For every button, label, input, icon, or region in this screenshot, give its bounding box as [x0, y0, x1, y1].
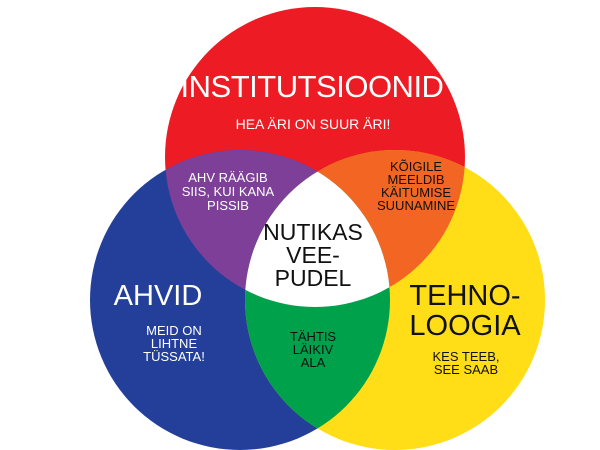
monkeys-title: AHVID: [113, 280, 203, 312]
technology-title: TEHNO- LOOGIA: [409, 280, 521, 342]
monkeys-subtitle: MEID ON LIHTNE TÜSSATA!: [143, 323, 205, 364]
monkeys-technology-label: TÄHTIS LÄIKIV ALA: [289, 329, 337, 370]
institutions-monkeys-label: AHV RÄÄGIB SIIS, KUI KANA PISSIB: [181, 170, 275, 213]
institutions-technology-label: KÕIGILE MEELDIB KÄITUMISE SUUNAMINE: [376, 159, 456, 213]
center-overlap: [245, 150, 390, 307]
center-label: NUTIKAS VEE- PUDEL: [263, 219, 363, 291]
institutions-subtitle: HEA ÄRI ON SUUR ÄRI!: [235, 116, 391, 132]
technology-subtitle: KES TEEB, SEE SAAB: [432, 349, 500, 377]
institutions-title: INSTITUTSIOONID: [180, 69, 444, 104]
